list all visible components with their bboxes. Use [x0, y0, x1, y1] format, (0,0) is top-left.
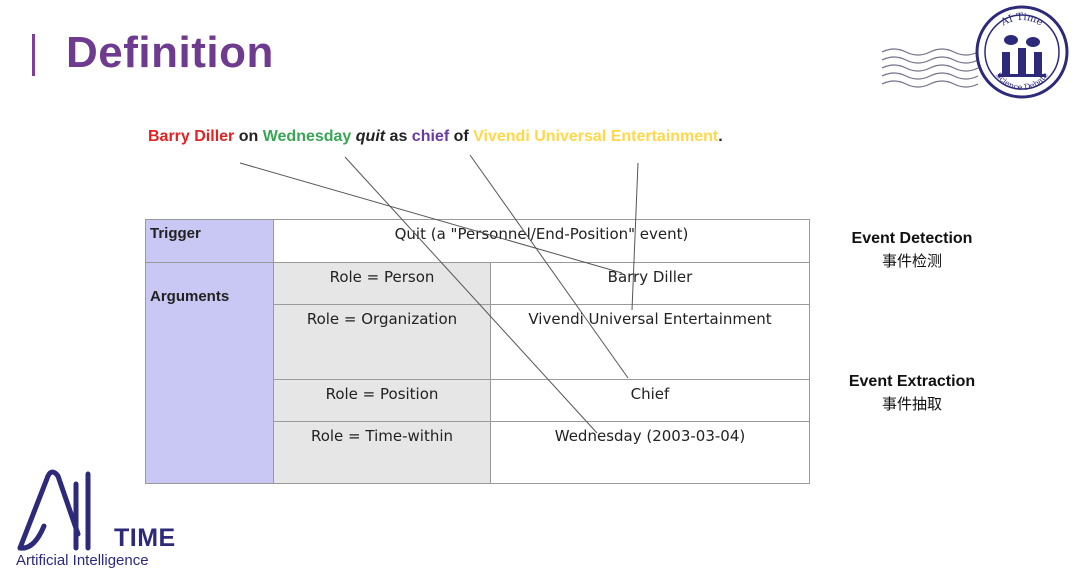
brand-time-text: TIME: [114, 524, 176, 552]
event-extraction-en: Event Extraction: [848, 373, 976, 390]
svg-text:AI Time: AI Time: [999, 12, 1045, 29]
slide-title: Definition: [66, 28, 274, 77]
debate-figures-icon: [998, 35, 1046, 77]
sentence-word: of: [449, 128, 474, 145]
value-cell: Vivendi Universal Entertainment: [490, 304, 810, 380]
value-cell: Wednesday (2003-03-04): [490, 421, 810, 484]
sentence-word: on: [234, 128, 263, 145]
trigger-label: Trigger: [145, 219, 274, 263]
seal-graphic: AI Time Science Debate: [881, 5, 1069, 99]
event-detection-label: Event Detection 事件检测: [836, 230, 988, 271]
sentence-word: .: [718, 128, 723, 145]
role-cell: Role = Position: [273, 379, 491, 422]
title-accent-bar: [32, 34, 35, 76]
sentence-position: chief: [411, 128, 450, 145]
sentence-person: Barry Diller: [148, 128, 235, 145]
role-cell: Role = Person: [273, 262, 491, 305]
aitime-brand-logo: TIME Artificial Intelligence: [14, 466, 176, 576]
sentence-time: Wednesday: [262, 128, 352, 145]
role-cell: Role = Time-within: [273, 421, 491, 484]
example-sentence: Barry Diller on Wednesday quit as chief …: [148, 128, 723, 146]
role-cell: Role = Organization: [273, 304, 491, 380]
trigger-value: Quit (a "Personnel/End-Position" event): [273, 219, 810, 263]
event-extraction-label: Event Extraction 事件抽取: [834, 373, 990, 414]
event-extraction-zh: 事件抽取: [881, 395, 942, 413]
sentence-trigger: quit: [355, 128, 386, 145]
ai-letters-icon: [17, 469, 91, 551]
value-cell: Barry Diller: [490, 262, 810, 305]
brand-subtitle: Artificial Intelligence: [16, 552, 149, 569]
sentence-organization: Vivendi Universal Entertainment: [473, 128, 719, 145]
event-table: Trigger Quit (a "Personnel/End-Position"…: [145, 219, 810, 484]
value-cell: Chief: [490, 379, 810, 422]
arguments-label: Arguments: [145, 262, 274, 484]
event-detection-zh: 事件检测: [881, 252, 942, 270]
sentence-word: as: [385, 128, 412, 145]
seal-top-text: AI Time: [999, 12, 1045, 29]
aitime-seal-logo: AI Time Science Debate: [878, 4, 1074, 104]
event-detection-en: Event Detection: [851, 230, 973, 247]
